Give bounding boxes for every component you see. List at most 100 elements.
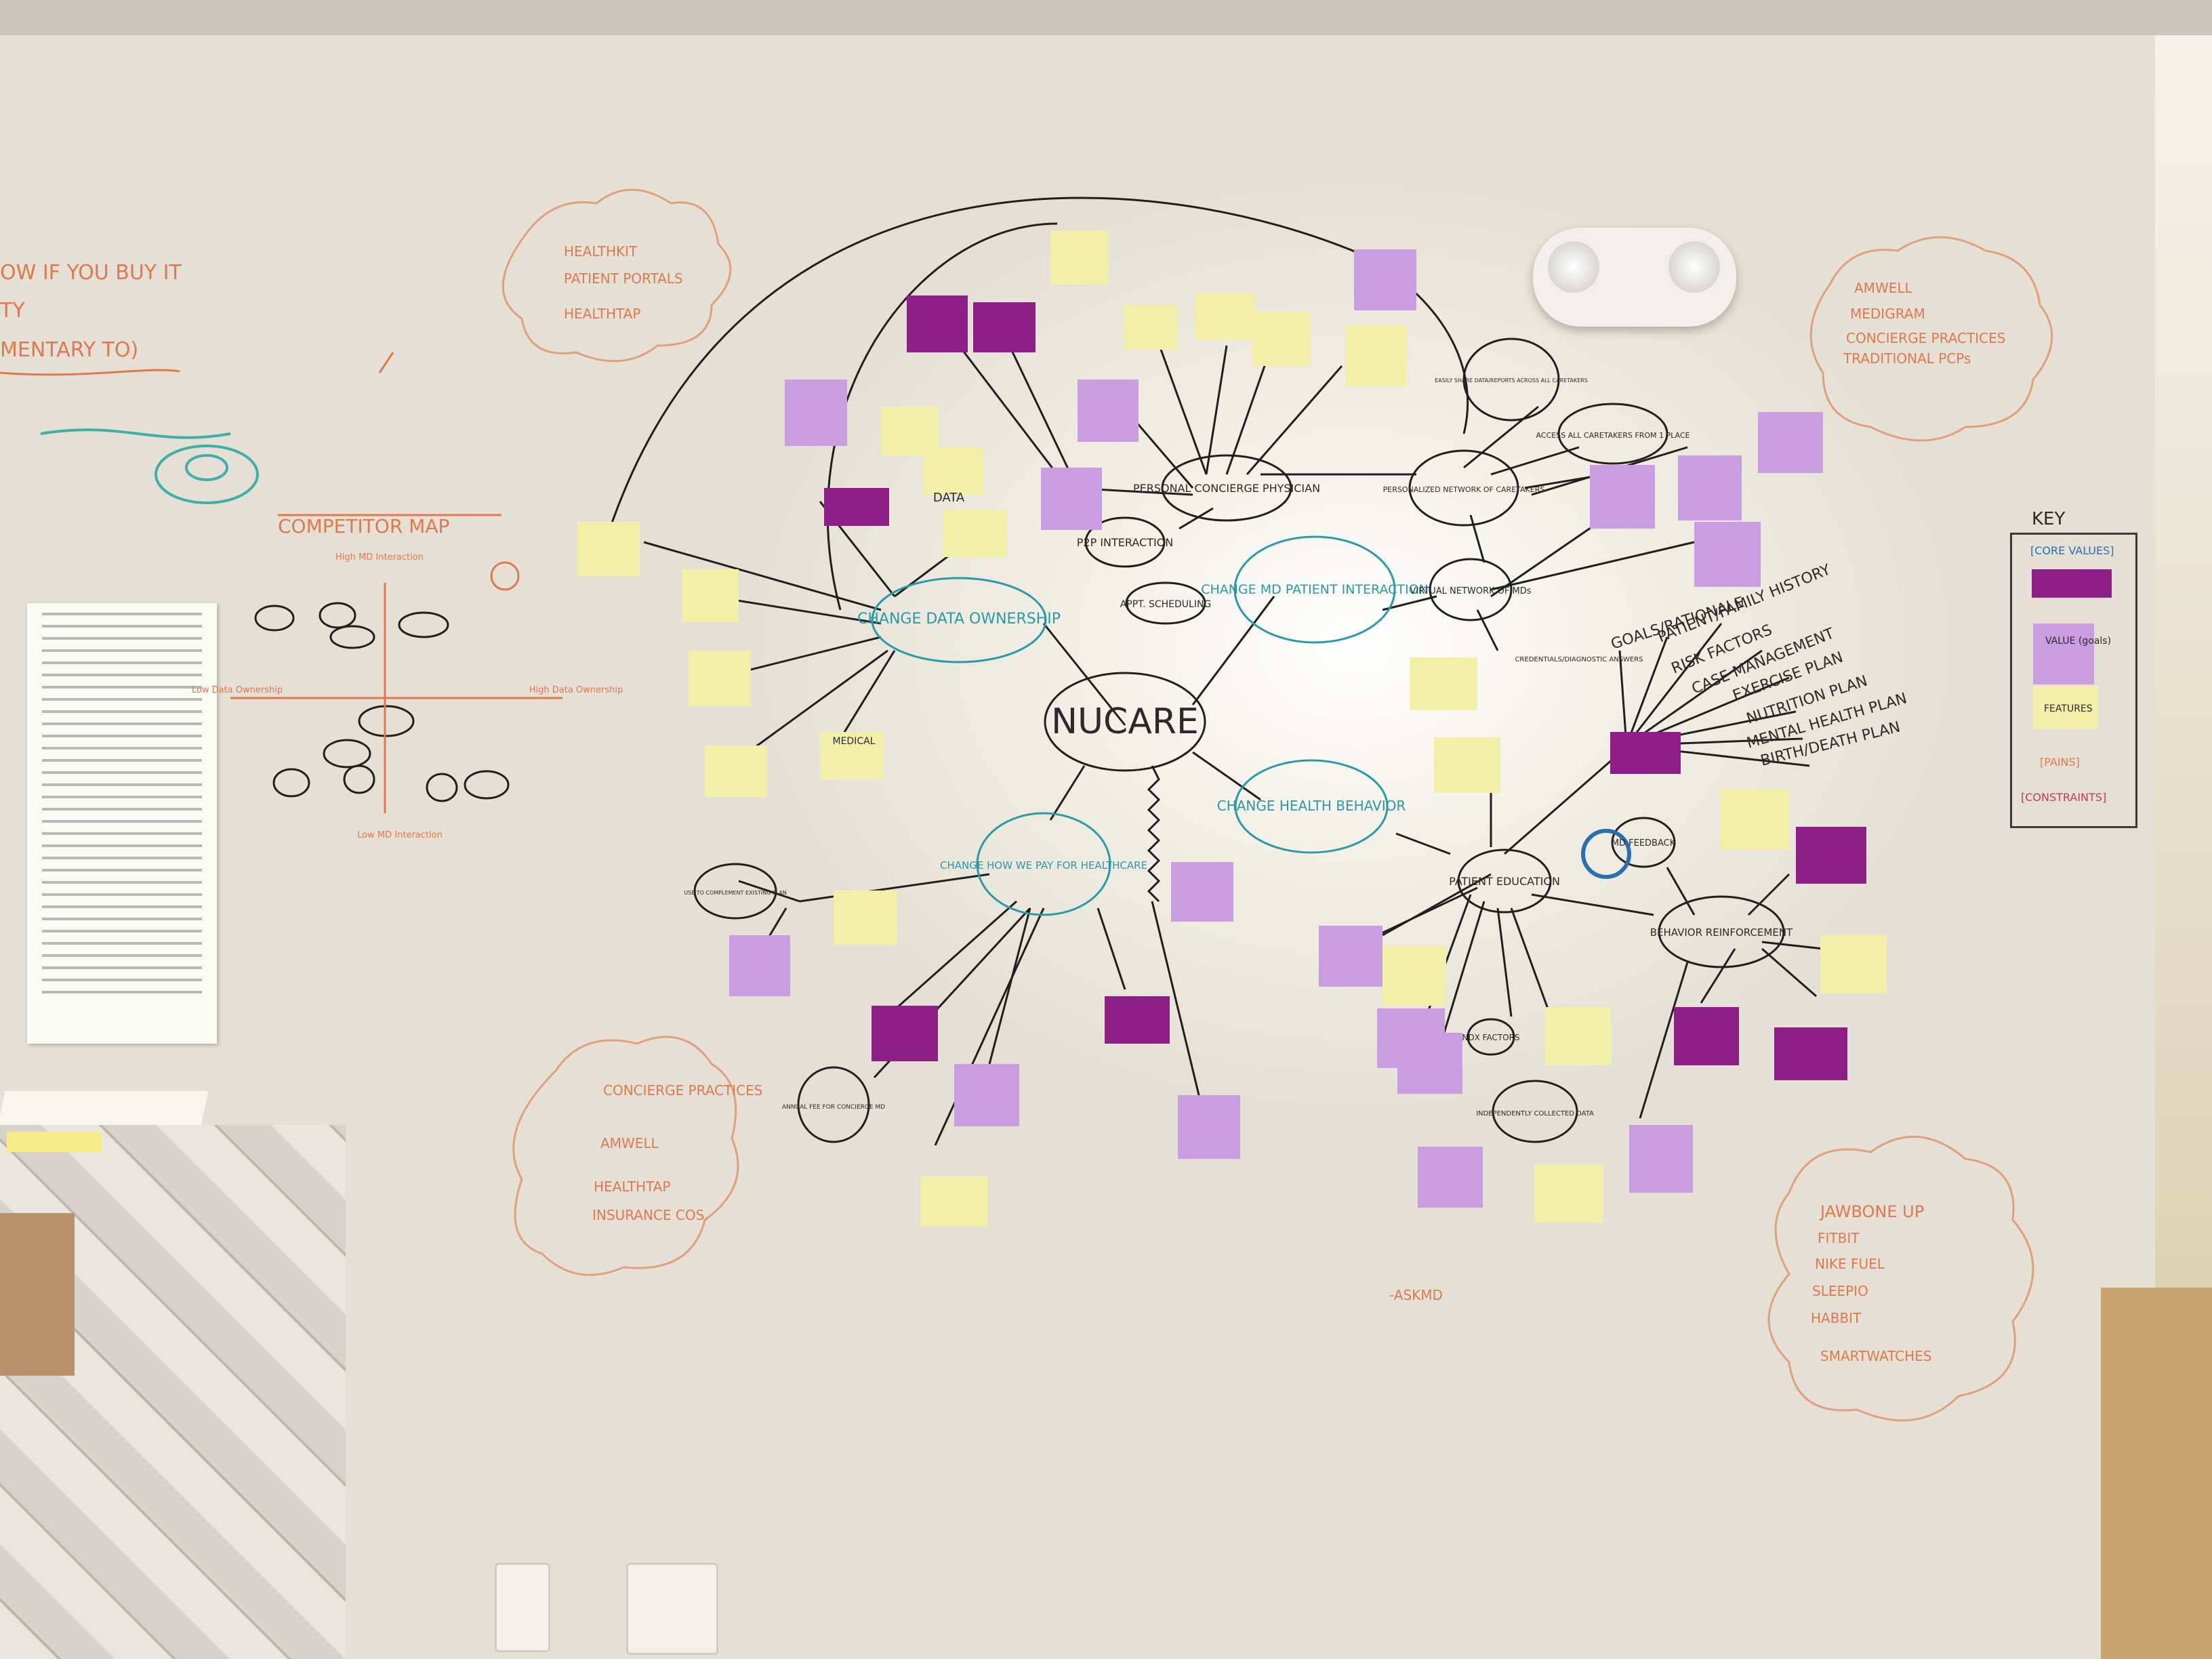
top-arc [609,197,1469,529]
cloud-item: FITBIT [1818,1230,1860,1246]
node-label: P2P INTERACTION [1077,536,1174,549]
wall-text: MENTARY TO) [0,338,138,362]
key-title: KEY [2032,509,2065,529]
sticky-note [1694,522,1761,587]
sticky-note [1590,465,1655,529]
cloud-item: NIKE FUEL [1815,1256,1885,1272]
node-label: VIRTUAL NETWORK OF MDs [1410,586,1531,596]
askmd-label: -ASKMD [1389,1287,1443,1303]
sticky-note [1105,996,1170,1044]
cloud-bottom-right [1767,1135,2034,1422]
center-ellipse [1044,672,1206,772]
node-label: MEDICAL [833,736,876,747]
node-label: ANNUAL FEE FOR CONCIERGE MD [782,1104,885,1111]
sticky-note [1774,1027,1847,1080]
branch-label: CHANGE HOW WE PAY FOR HEALTHCARE [940,859,1147,872]
sticky-note [820,732,884,779]
branch-ellipse [871,577,1047,663]
cloud-item: AMWELL [1854,280,1912,296]
key-item: VALUE (goals) [2045,636,2111,647]
cloud-item: SLEEPIO [1812,1283,1868,1299]
sticky-note [2033,623,2094,684]
sticky-note [689,651,751,706]
node-label: PATIENT EDUCATION [1449,875,1560,888]
node-label: USE TO COMPLEMENT EXISTING PLAN [684,890,787,896]
key-item: [CONSTRAINTS] [2021,791,2106,804]
sticky-note [1195,293,1254,340]
sticky-note [577,522,640,576]
sticky-note [1434,737,1500,793]
cloud-item: TRADITIONAL PCPs [1843,350,1971,367]
power-outlet [626,1563,718,1655]
node-label: APPT. SCHEDULING [1120,599,1212,610]
cloud-item: AMWELL [600,1135,659,1151]
sticky-note [2032,569,2112,598]
sticky-note [1319,926,1382,987]
sticky-note [1720,789,1789,850]
sticky-note [1610,732,1681,774]
cloud-item: HABBIT [1811,1310,1862,1326]
sticky-note [1678,455,1742,520]
cardboard-box [0,1213,75,1376]
wall-text: TY [0,299,25,323]
branch-label: CHANGE DATA OWNERSHIP [857,611,1061,628]
node-label: CREDENTIALS/DIAGNOSTIC ANSWERS [1515,656,1643,663]
wall-text: OW IF YOU BUY IT [0,261,182,285]
sticky-note [1674,1007,1739,1065]
node-label: DATA [933,491,965,505]
node-label: NDX FACTORS [1462,1033,1519,1042]
cloud-item: SMARTWATCHES [1820,1348,1931,1364]
sticky-note [954,1064,1019,1126]
node-label: ACCESS ALL CARETAKERS FROM 1 PLACE [1536,431,1690,440]
node-label: INDEPENDENTLY COLLECTED DATA [1476,1110,1594,1118]
sticky-note [1124,305,1178,350]
cloud-item: MEDIGRAM [1850,306,1925,322]
sticky-note [1354,249,1416,310]
sticky-note [785,380,847,446]
cloud-item: JAWBONE UP [1819,1202,1924,1221]
wood-floor [2101,1288,2212,1659]
sticky-note [1534,1164,1603,1223]
key-legend-box [2010,533,2137,828]
competitor-map-title: COMPETITOR MAP [278,515,449,537]
sticky-note [1041,468,1102,530]
sticky-note [1418,1147,1483,1208]
sticky-note [705,745,767,797]
node-label: PERSONALIZED NETWORK OF CARETAKERS [1383,485,1545,494]
key-item: FEATURES [2044,703,2093,714]
sticky-note [872,1006,938,1061]
sticky-note [2033,686,2098,729]
sticky-note [1758,412,1823,473]
connector [1042,623,1126,726]
node-label: MD FEEDBACK [1612,838,1676,848]
cloud-top-right [1809,236,2053,442]
sticky-note [1171,862,1233,922]
center-label: NUCARE [1051,701,1199,742]
branch-label: CHANGE HEALTH BEHAVIOR [1217,798,1406,814]
sticky-note [1252,312,1311,366]
axis-label: Low MD Interaction [357,830,443,840]
sticky-note [1050,230,1109,285]
axis-label: Low Data Ownership [192,685,283,695]
sticky-pad [7,1132,102,1152]
light-bulb-icon [1668,241,1720,293]
sticky-note [1796,827,1866,884]
sticky-notes [577,230,2112,1227]
node-label: PERSONAL CONCIERGE PHYSICIAN [1133,482,1320,495]
branch-label: CHANGE MD PATIENT INTERACTION [1201,582,1429,597]
node-label: EASILY SHARE DATA/REPORTS ACROSS ALL CAR… [1435,377,1588,384]
cloud-bottom-left [512,1036,739,1276]
sticky-note [920,1176,988,1227]
cloud-item: CONCIERGE PRACTICES [603,1082,762,1099]
cloud-item: HEALTHTAP [594,1179,670,1195]
cloud-item: PATIENT PORTALS [564,270,683,287]
axis-label: High Data Ownership [529,685,623,695]
sticky-note [1545,1007,1612,1065]
cloud-top-left [501,188,732,363]
sticky-note [1397,1033,1462,1094]
cloud-item: HEALTHTAP [564,306,640,322]
sticky-note [1345,325,1406,386]
key-item: [PAINS] [2040,756,2080,769]
key-item: [CORE VALUES] [2030,544,2114,557]
